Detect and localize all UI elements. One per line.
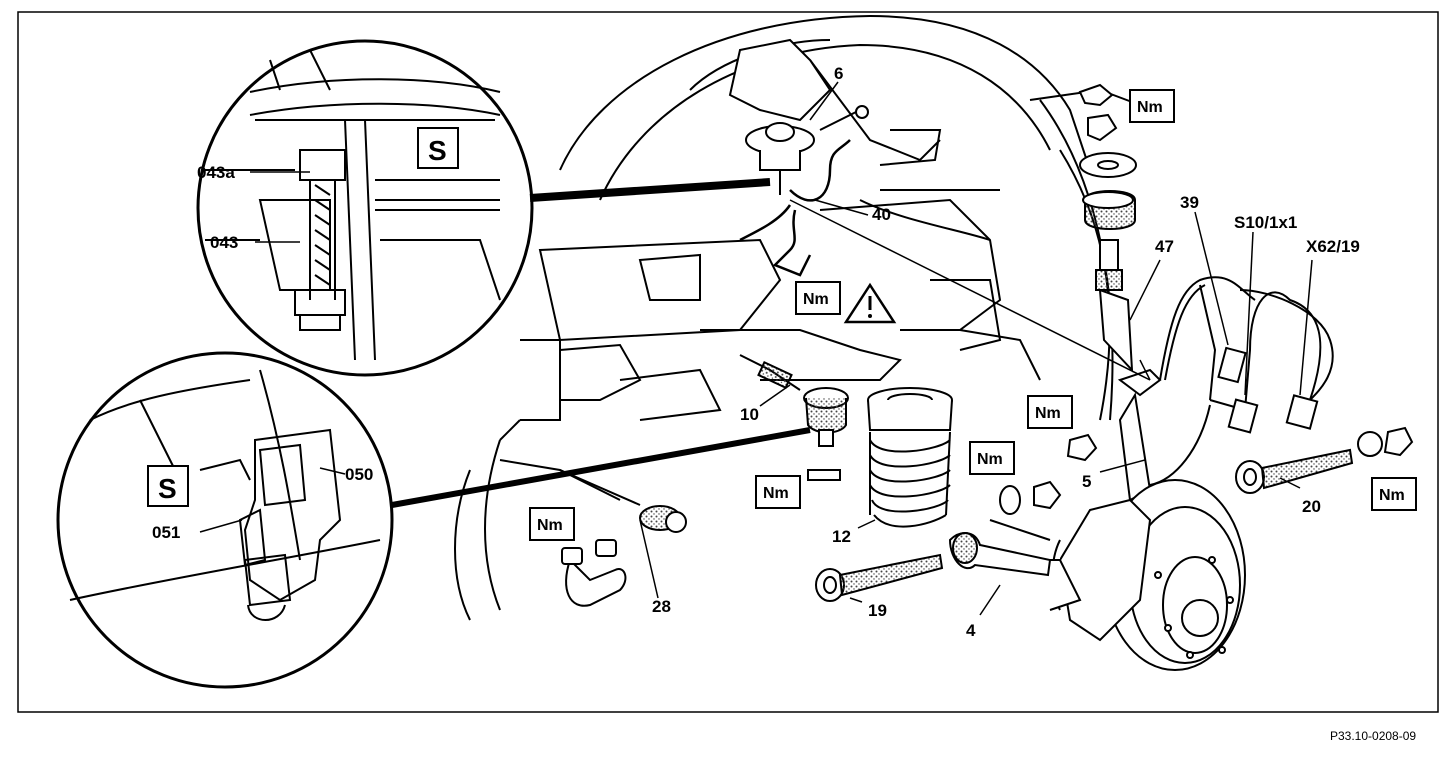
callout-10: 10 — [740, 405, 759, 424]
diagram-border — [17, 11, 1439, 713]
detail-leader-beams — [391, 178, 1151, 508]
torque-spec-icon-1: Nm — [1129, 89, 1175, 123]
brake-line — [739, 139, 851, 277]
torque-spec-icon-3: Nm — [1027, 395, 1073, 429]
torque-label: Nm — [763, 485, 789, 502]
special-tool-icon-lower — [147, 465, 189, 507]
torque-spec-icon-4: Nm — [969, 441, 1015, 475]
callout-12: 12 — [832, 527, 851, 546]
callout-6: 6 — [834, 64, 843, 83]
lower-control-arm — [948, 519, 1052, 577]
fasteners — [999, 433, 1098, 515]
callout-x62-19: X62/19 — [1306, 237, 1360, 256]
detail-view-lower: S — [56, 351, 394, 689]
detail-view-upper: S — [196, 39, 534, 377]
strut-mount-hardware — [1078, 83, 1137, 230]
torque-label: Nm — [977, 451, 1003, 468]
special-tool-icon-glyph: S — [428, 135, 447, 166]
callout-s10-1x1: S10/1x1 — [1234, 213, 1297, 232]
strut-upper-mount — [728, 38, 869, 195]
shock-absorber — [1095, 239, 1162, 502]
bolt-19 — [815, 553, 944, 602]
warning-triangle-icon — [843, 282, 897, 324]
callout-051: 051 — [152, 523, 180, 542]
callout-28: 28 — [652, 597, 671, 616]
coil-spring — [867, 387, 953, 528]
torque-label: Nm — [537, 517, 563, 534]
callout-043: 043 — [210, 233, 238, 252]
torque-spec-icon-6: Nm — [1371, 477, 1417, 511]
tie-rod-ball-joint — [739, 354, 849, 481]
callout-39: 39 — [1180, 193, 1199, 212]
figure-reference: P33.10-0208-09 — [1330, 729, 1416, 743]
callout-4: 4 — [966, 621, 976, 640]
wheel-hub-brake-disc — [1020, 479, 1246, 671]
torque-label: Nm — [1379, 487, 1405, 504]
sensor-cables — [1149, 276, 1334, 486]
callout-5: 5 — [1082, 472, 1091, 491]
special-tool-icon-lower-glyph: S — [158, 473, 177, 504]
special-tool-icon — [417, 127, 459, 169]
torque-spec-icon-2: Nm — [795, 281, 841, 315]
vehicle-body-wheel-arch — [454, 14, 1141, 621]
torque-spec-icon-5: Nm — [755, 475, 801, 509]
callout-19: 19 — [868, 601, 887, 620]
torque-label: Nm — [1137, 99, 1163, 116]
bolt-20 — [1235, 426, 1414, 494]
callout-leaders — [199, 81, 1313, 616]
torque-spec-icon-7: Nm — [529, 507, 575, 541]
callout-050: 050 — [345, 465, 373, 484]
callout-20: 20 — [1302, 497, 1321, 516]
callout-47: 47 — [1155, 237, 1174, 256]
callout-043a: 043a — [197, 163, 235, 182]
callout-40: 40 — [872, 205, 891, 224]
stabilizer-link — [559, 469, 687, 607]
torque-label: Nm — [803, 291, 829, 308]
torque-label: Nm — [1035, 405, 1061, 422]
